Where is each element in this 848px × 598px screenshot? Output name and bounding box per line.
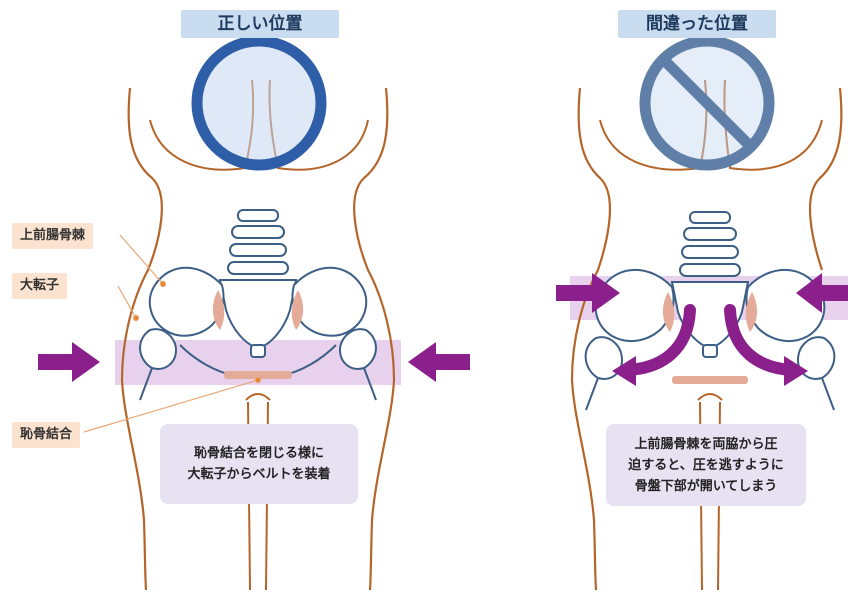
circle-ok-icon xyxy=(197,41,321,165)
left-figure xyxy=(38,41,470,590)
label-greater-trochanter: 大転子 xyxy=(12,273,67,299)
label-asis: 上前腸骨棘 xyxy=(12,223,93,249)
title-wrong-position: 間違った位置 xyxy=(618,10,776,38)
title-correct-position: 正しい位置 xyxy=(181,10,339,38)
coccyx-right xyxy=(703,345,717,357)
caption-correct-line-1: 恥骨結合を閉じる様に xyxy=(160,443,358,464)
arrow-inward-left xyxy=(38,342,100,382)
caption-wrong-line-2: 迫すると、圧を逃すように xyxy=(606,455,806,476)
spine-vertebrae-right xyxy=(680,212,740,276)
pubic-symphysis-wide xyxy=(672,376,748,384)
coccyx xyxy=(251,345,265,357)
caption-correct-line-2: 大転子からベルトを装着 xyxy=(160,464,358,485)
spine-vertebrae xyxy=(228,210,288,274)
prohibited-icon xyxy=(645,41,769,165)
body-outline-right-right xyxy=(810,88,841,270)
arrow-inward-right xyxy=(408,342,470,382)
caption-correct: 恥骨結合を閉じる様に 大転子からベルトを装着 xyxy=(160,424,358,504)
ilium-left xyxy=(150,268,224,336)
label-pubic-symphysis: 恥骨結合 xyxy=(12,422,80,448)
ilium-right xyxy=(292,268,366,336)
caption-wrong-line-1: 上前腸骨棘を両脇から圧 xyxy=(606,434,806,455)
caption-wrong-line-3: 骨盤下部が開いてしまう xyxy=(606,476,806,497)
ilium-left-wrong xyxy=(596,270,674,341)
caption-wrong: 上前腸骨棘を両脇から圧 迫すると、圧を逃すように 骨盤下部が開いてしまう xyxy=(606,424,806,506)
right-figure xyxy=(556,41,848,590)
sacrum xyxy=(220,280,296,348)
